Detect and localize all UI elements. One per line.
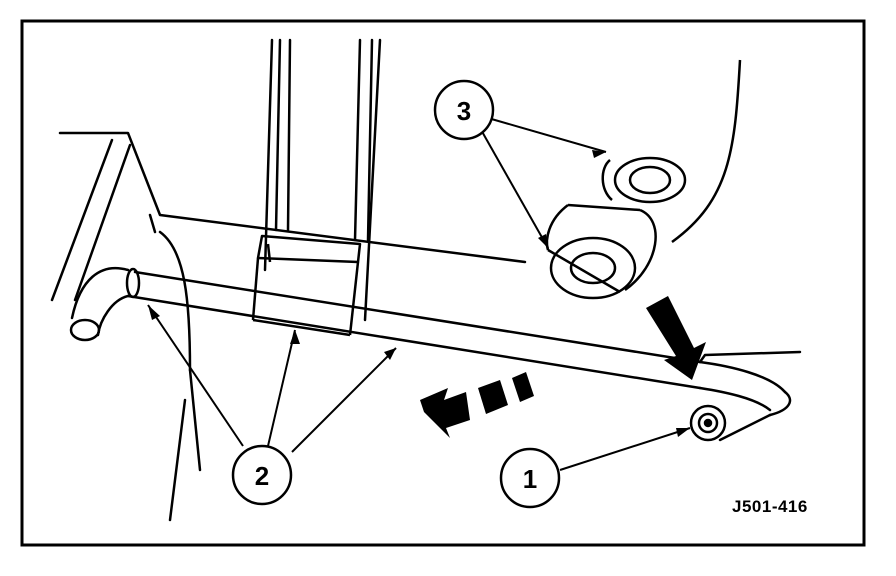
bushing-assembly — [545, 156, 687, 300]
fender-curve — [671, 59, 742, 244]
callout-2: 2 — [231, 444, 293, 506]
figure-id-label: J501-416 — [732, 497, 808, 516]
leader-lines — [147, 117, 691, 471]
direction-arrow-icon — [420, 372, 534, 438]
leader-arrowheads — [148, 150, 690, 437]
callout-3-label: 3 — [457, 96, 471, 126]
stabilizer-link-bolt — [689, 404, 727, 442]
frame-rail — [263, 38, 382, 322]
figure-frame — [20, 19, 866, 547]
callout-1-label: 1 — [523, 464, 537, 494]
callout-3: 3 — [433, 79, 495, 141]
spring-clamp — [251, 234, 362, 337]
callout-1: 1 — [499, 447, 561, 509]
callout-2-label: 2 — [255, 461, 269, 491]
vehicle-body-outline — [50, 131, 527, 522]
stabilizer-bar — [69, 267, 802, 442]
install-arrow-icon — [646, 296, 706, 380]
